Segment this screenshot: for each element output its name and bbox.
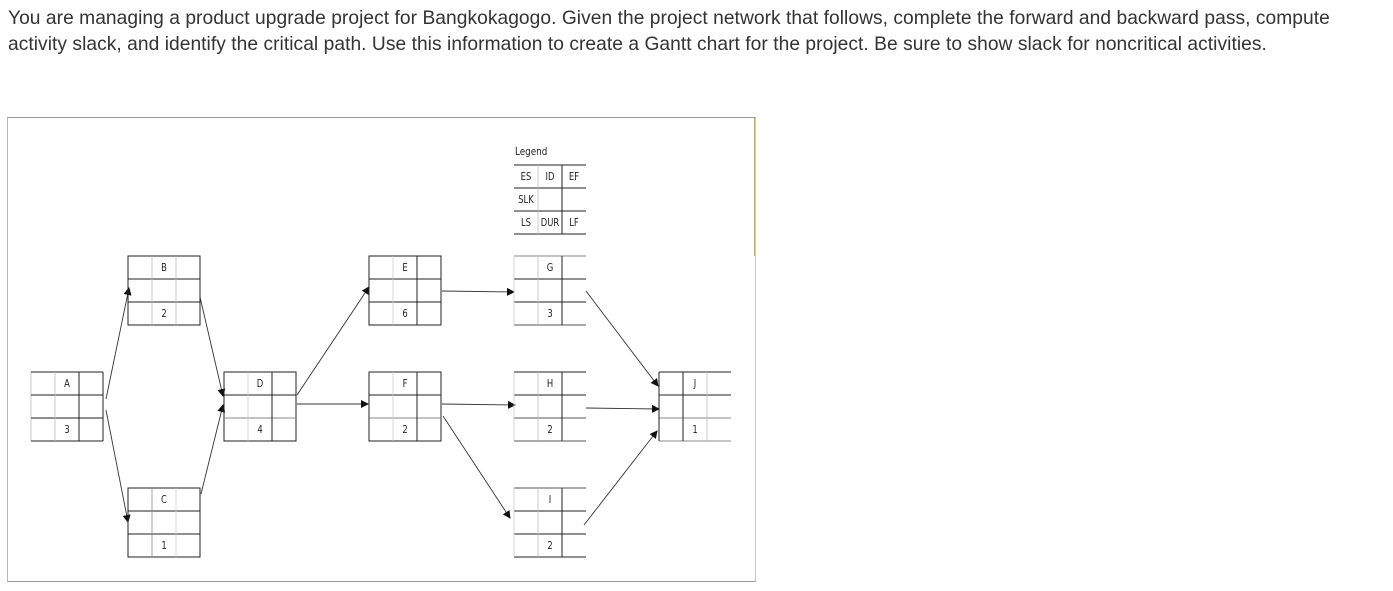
edge-e-g: [441, 287, 515, 296]
node-duration: 3: [547, 307, 553, 320]
activity-node-a: A 3: [31, 372, 103, 442]
node-id: A: [64, 377, 70, 390]
edge-d-e: [296, 286, 370, 396]
node-grid-f: [368, 371, 442, 442]
node-grid-c: [127, 487, 201, 558]
node-duration: 2: [547, 423, 553, 436]
node-id: B: [161, 261, 167, 274]
activity-node-d: D 4: [224, 372, 296, 442]
edge-h-j: [585, 404, 660, 413]
legend-ef: EF: [568, 170, 580, 183]
node-grid-i: [513, 487, 586, 558]
node-id: G: [546, 261, 554, 274]
node-duration: 2: [547, 539, 553, 552]
edge-a-c: [105, 409, 131, 523]
edge-a-b: [105, 287, 132, 400]
node-grid-g: [513, 255, 586, 326]
edge-i-j: [583, 430, 658, 526]
activity-node-j: J 1: [659, 372, 731, 442]
legend: ES ID EF SLK LS DUR LF: [514, 165, 586, 235]
node-id: H: [546, 377, 554, 390]
node-duration: 1: [692, 423, 698, 436]
node-grid-a: [30, 371, 104, 442]
question-text: You are managing a product upgrade proje…: [8, 8, 1330, 55]
node-id: C: [161, 493, 167, 506]
legend-id: ID: [545, 170, 555, 183]
node-grid-e: [368, 255, 442, 326]
legend-lf: LF: [569, 216, 579, 229]
activity-node-e: E 6: [369, 256, 441, 326]
node-duration: 1: [161, 539, 167, 552]
activity-node-c: C 1: [128, 488, 200, 558]
legend-title: Legend: [515, 145, 548, 158]
node-grid-d: [223, 371, 297, 442]
node-duration: 6: [402, 307, 408, 320]
node-grid-h: [513, 371, 586, 442]
edge-c-d: [200, 404, 226, 495]
legend-ls: LS: [520, 216, 532, 229]
node-grid-j: [658, 371, 731, 442]
activity-node-g: G 3: [514, 256, 586, 326]
node-grid-b: [127, 255, 201, 326]
edge-b-d: [199, 296, 226, 397]
network-diagram-frame: [7, 117, 756, 582]
legend-grid: [514, 164, 586, 235]
edge-f-h: [441, 400, 516, 409]
node-id: D: [256, 377, 264, 390]
activity-node-f: F 2: [369, 372, 441, 442]
legend-dur: DUR: [540, 216, 560, 229]
node-id: I: [548, 493, 552, 506]
activity-node-i: I 2: [514, 488, 586, 558]
activity-node-h: H 2: [514, 372, 586, 442]
edge-g-j: [585, 290, 659, 387]
node-id: E: [402, 261, 408, 274]
node-duration: 4: [257, 423, 263, 436]
node-id: J: [693, 377, 697, 390]
legend-es: ES: [520, 170, 532, 183]
node-duration: 3: [64, 423, 70, 436]
edge-f-i: [442, 415, 511, 519]
frame-accent-border: [754, 118, 755, 256]
activity-node-b: B 2: [128, 256, 200, 326]
node-id: F: [402, 377, 408, 390]
legend-slk: SLK: [518, 193, 534, 206]
node-duration: 2: [402, 423, 408, 436]
node-duration: 2: [161, 307, 167, 320]
